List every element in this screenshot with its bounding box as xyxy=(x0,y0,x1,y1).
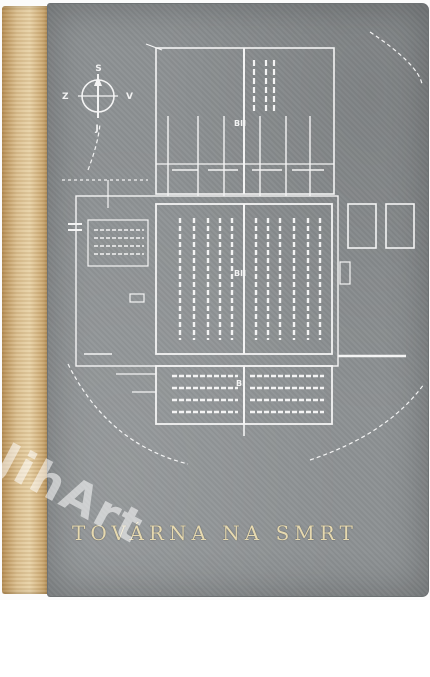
compass-south-label: J xyxy=(94,124,98,134)
compass-rose: S J Z V xyxy=(62,64,133,134)
compass-east-label: V xyxy=(126,92,133,102)
section-bottom-label: BI xyxy=(236,379,245,388)
perimeter-arc-se xyxy=(309,383,425,461)
book-cover xyxy=(48,4,428,596)
section-top-label: BII xyxy=(234,119,246,128)
perimeter-arc-ne xyxy=(369,31,423,85)
building-right-a xyxy=(347,203,377,249)
section-middle-label: BII xyxy=(234,269,246,278)
perimeter-arc-w xyxy=(87,123,101,171)
compass-west-label: Z xyxy=(62,92,69,102)
book-title: TOVÁRNA NA SMRT xyxy=(72,521,358,545)
book-photo: S J Z V BII BII BI TOVÁRNA NA SMRT JihAr… xyxy=(2,4,428,596)
building-right-b xyxy=(385,203,415,249)
book-spine xyxy=(2,6,52,594)
compass-north-label: S xyxy=(95,64,101,74)
perimeter-mark xyxy=(145,43,163,51)
camp-plan-diagram: S J Z V BII BII BI xyxy=(62,31,425,465)
perimeter-arc-sw xyxy=(67,363,189,465)
